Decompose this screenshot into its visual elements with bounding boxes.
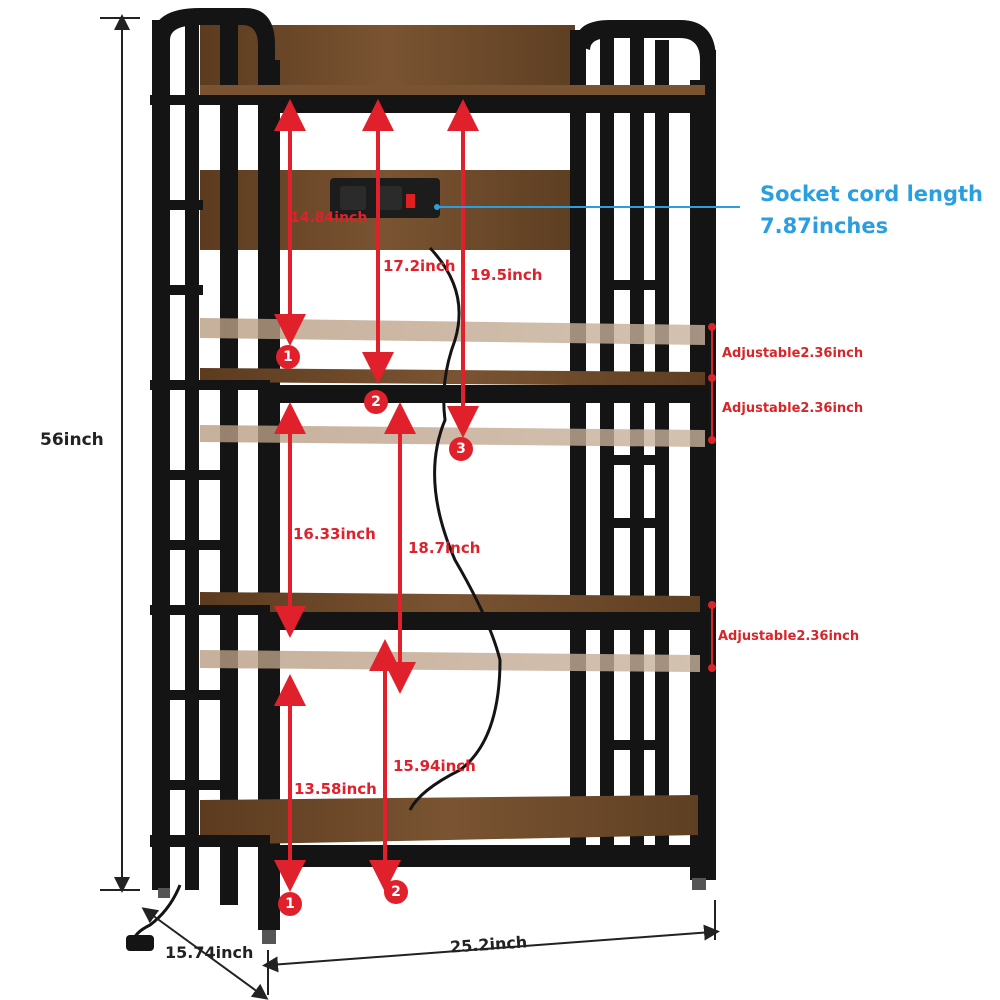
measure-19-5: 19.5inch	[470, 266, 543, 284]
measure-14-84: 14.84inch	[290, 210, 368, 226]
left-side-frame	[152, 8, 275, 905]
measure-13-58: 13.58inch	[294, 780, 377, 798]
badge-3-top: 3	[449, 437, 473, 461]
measure-18-7: 18.7inch	[408, 539, 481, 557]
badge-2-bottom: 2	[384, 880, 408, 904]
top-back-panel	[200, 25, 575, 90]
adjustable-brackets	[708, 323, 716, 672]
adjustable-label-1: Adjustable2.36inch	[722, 346, 864, 361]
adjustable-label-3: Adjustable2.36inch	[718, 629, 860, 644]
height-label: 56inch	[40, 430, 104, 450]
plug-icon	[126, 935, 154, 951]
measure-15-94: 15.94inch	[393, 757, 476, 775]
depth-label: 15.74inch	[165, 943, 254, 962]
socket-cord-title: Socket cord length	[760, 182, 983, 206]
socket-cord-length: 7.87inches	[760, 214, 889, 238]
measure-arrows	[274, 99, 479, 892]
adjustable-label-2: Adjustable2.36inch	[722, 401, 864, 416]
measure-17-2: 17.2inch	[383, 257, 456, 275]
overall-dimension-lines	[100, 14, 720, 1000]
badge-1-bottom: 1	[278, 892, 302, 916]
feet	[158, 878, 706, 944]
badge-1-top: 1	[276, 345, 300, 369]
shelf-faint-5	[200, 650, 700, 672]
shelf-4	[150, 592, 708, 630]
measure-16-33: 16.33inch	[293, 525, 376, 543]
badge-2-top: 2	[364, 390, 388, 414]
